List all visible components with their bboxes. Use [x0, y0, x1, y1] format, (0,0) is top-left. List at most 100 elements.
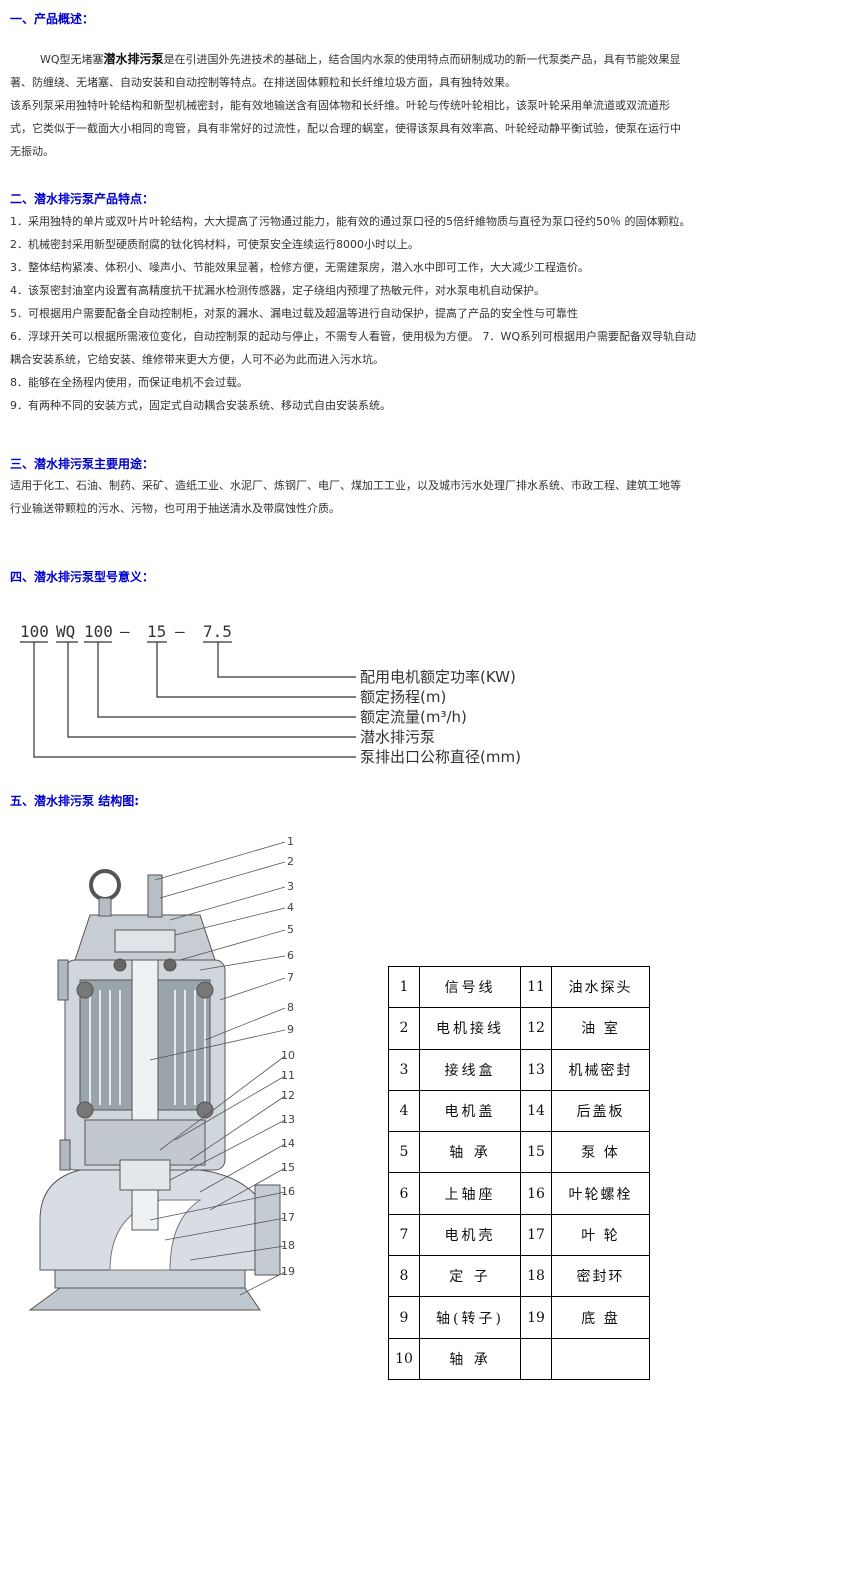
part-name: 上轴座	[419, 1172, 521, 1215]
feature-item: 4．该泵密封油室内设置有高精度抗干扰漏水检测传感器，定子绕组内预埋了热敏元件，对…	[10, 284, 545, 297]
callout-number: 19	[281, 1265, 295, 1278]
model-code-part: WQ	[56, 622, 75, 641]
part-number: 2	[388, 1007, 420, 1050]
section-title-structure-rest: 结构图:	[94, 794, 139, 808]
callout-numbers: 1 2 3 4 5 6 7 8 9 10 11 12 13 14 15 16 1…	[281, 835, 295, 1278]
usage-line-1: 适用于化工、石油、制药、采矿、造纸工业、水泥厂、炼钢厂、电厂、煤加工工业，以及城…	[10, 479, 681, 492]
part-number: 5	[388, 1131, 420, 1174]
part-number: 3	[388, 1048, 420, 1091]
feature-item: 6．浮球开关可以根据所需液位变化，自动控制泵的起动与停止，不需专人看管，使用极为…	[10, 330, 697, 343]
model-code-part: 15	[147, 622, 166, 641]
callout-number: 18	[281, 1239, 295, 1252]
part-name: 信号线	[419, 965, 521, 1009]
callout-leaders	[149, 841, 286, 1296]
pump-cross-section	[28, 869, 281, 1311]
part-name: 底 盘	[551, 1296, 650, 1339]
feature-item: 2．机械密封采用新型硬质耐腐的钛化钨材料，可使泵安全连续运行8000小时以上。	[10, 238, 419, 251]
overview-line-1: WQ型无堵塞潜水排污泵是在引进国外先进技术的基础上，结合国内水泵的使用特点而研制…	[10, 48, 750, 71]
pump-structure-drawing: 1 2 3 4 5 6 7 8 9 10 11 12 13 14 15 16 1…	[28, 835, 295, 1311]
part-name: 机械密封	[551, 1048, 650, 1091]
part-name: 轴 承	[419, 1131, 521, 1174]
callout-number: 16	[281, 1185, 295, 1198]
model-meaning-head: 额定扬程(m)	[360, 688, 446, 706]
overview-text: WQ型无堵塞	[40, 53, 104, 66]
feature-item: 1．采用独特的单片或双叶片叶轮结构，大大提高了污物通过能力，能有效的通过泵口径的…	[10, 215, 691, 228]
part-number	[520, 1337, 552, 1380]
model-code-part: 100	[84, 622, 113, 641]
part-name: 电机壳	[419, 1213, 521, 1257]
feature-item: 5．可根据用户需要配备全自动控制柜，对泵的漏水、漏电过载及超温等进行自动保护，提…	[10, 307, 578, 320]
overview-line-5: 无振动。	[10, 145, 54, 158]
part-number: 19	[520, 1296, 552, 1339]
callout-number: 8	[287, 1001, 294, 1014]
callout-number: 3	[287, 880, 294, 893]
overview-paragraph: WQ型无堵塞潜水排污泵是在引进国外先进技术的基础上，结合国内水泵的使用特点而研制…	[10, 48, 750, 163]
model-code-part: —	[175, 622, 185, 641]
part-number: 17	[520, 1213, 552, 1257]
part-name: 轴 承	[419, 1337, 521, 1380]
model-meanings: 配用电机额定功率(KW) 额定扬程(m) 额定流量(m³/h) 潜水排污泵 泵排…	[360, 668, 521, 766]
model-meaning-power: 配用电机额定功率(KW)	[360, 668, 516, 686]
feature-item: 8．能够在全扬程内使用，而保证电机不会过载。	[10, 376, 248, 389]
part-name: 密封环	[551, 1255, 650, 1298]
section-title-usage: 三、潜水排污泵主要用途：	[10, 457, 155, 471]
part-number: 18	[520, 1255, 552, 1298]
part-name	[551, 1337, 650, 1380]
part-name: 油水探头	[551, 965, 650, 1009]
model-leader-lines	[20, 641, 356, 758]
part-name: 电机接线	[419, 1007, 521, 1050]
feature-item: 耦合安装系统，它给安装、维修带来更大方便，人可不必为此而进入污水坑。	[10, 353, 384, 366]
section-title-overview: 一、产品概述：	[10, 12, 95, 26]
part-name: 轴(转子)	[419, 1296, 521, 1339]
part-name: 叶 轮	[551, 1213, 650, 1257]
usage-paragraph: 适用于化工、石油、制药、采矿、造纸工业、水泥厂、炼钢厂、电厂、煤加工工业，以及城…	[10, 474, 750, 520]
part-number: 8	[388, 1255, 420, 1298]
part-number: 4	[388, 1089, 420, 1133]
callout-number: 2	[287, 855, 294, 868]
model-code-part: 7.5	[203, 622, 232, 641]
callout-number: 5	[287, 923, 294, 936]
usage-line-2: 行业输送带颗粒的污水、污物，也可用于抽送清水及带腐蚀性介质。	[10, 502, 340, 515]
section-title-structure: 五、潜水排污泵 结构图:	[10, 792, 139, 809]
callout-number: 6	[287, 949, 294, 962]
part-number: 9	[388, 1296, 420, 1339]
feature-item: 3．整体结构紧凑、体积小、噪声小、节能效果显著，检修方便，无需建泵房，潜入水中即…	[10, 261, 589, 274]
part-number: 13	[520, 1048, 552, 1091]
part-name: 叶轮螺栓	[551, 1172, 650, 1215]
part-number: 15	[520, 1131, 552, 1174]
part-name: 油 室	[551, 1007, 650, 1050]
callout-number: 15	[281, 1161, 295, 1174]
part-number: 14	[520, 1089, 552, 1133]
model-meaning-diameter: 泵排出口公称直径(mm)	[360, 748, 521, 766]
part-number: 12	[520, 1007, 552, 1050]
callout-number: 14	[281, 1137, 295, 1150]
model-code-diagram: 100 WQ 100 — 15 — 7.5 配用电机额定功率(KW) 额定扬程(…	[20, 622, 521, 766]
part-number: 10	[388, 1337, 420, 1380]
feature-item: 9．有两种不同的安装方式，固定式自动耦合安装系统、移动式自由安装系统。	[10, 399, 391, 412]
part-name: 后盖板	[551, 1089, 650, 1133]
callout-number: 10	[281, 1049, 295, 1062]
part-number: 7	[388, 1213, 420, 1257]
part-number: 11	[520, 965, 552, 1009]
callout-number: 1	[287, 835, 294, 848]
model-code-part: —	[120, 622, 130, 641]
part-name: 接线盒	[419, 1048, 521, 1091]
callout-number: 7	[287, 971, 294, 984]
part-number: 6	[388, 1172, 420, 1215]
callout-number: 13	[281, 1113, 295, 1126]
model-code-part: 100	[20, 622, 49, 641]
features-list: 1．采用独特的单片或双叶片叶轮结构，大大提高了污物通过能力，能有效的通过泵口径的…	[10, 210, 750, 417]
overview-text: 是在引进国外先进技术的基础上，结合国内水泵的使用特点而研制成功的新一代泵类产品，…	[163, 53, 681, 66]
model-meaning-type: 潜水排污泵	[360, 728, 435, 746]
